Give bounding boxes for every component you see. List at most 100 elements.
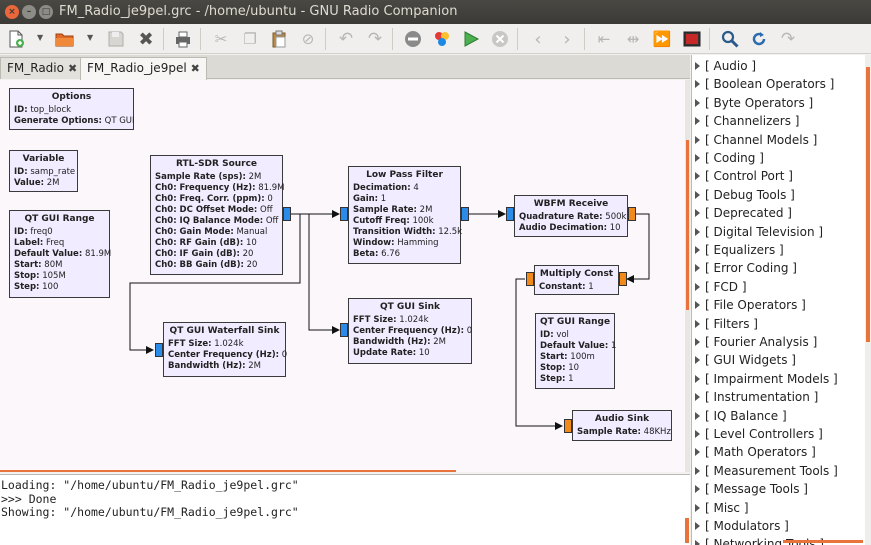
expander-triangle-icon[interactable] [695,485,700,494]
expander-triangle-icon[interactable] [695,430,700,438]
tree-category[interactable]: [ Measurement Tools ] [692,462,865,480]
rotate-left-icon[interactable]: ‹ [534,28,542,50]
block-options[interactable]: Options ID: top_block Generate Options: … [9,88,135,130]
expander-triangle-icon[interactable] [695,301,700,310]
tree-category[interactable]: [ FCD ] [692,278,865,296]
expander-triangle-icon[interactable] [695,374,700,383]
tree-category[interactable]: [ Control Port ] [692,167,865,185]
block-variable[interactable]: Variable ID: samp_rate Value: 2M [9,150,78,192]
tree-category[interactable]: [ Filters ] [692,315,865,333]
tree-category[interactable]: [ IQ Balance ] [692,407,865,425]
tree-category[interactable]: [ Channel Models ] [692,131,865,149]
scrollbar-thumb[interactable] [783,540,863,543]
expander-triangle-icon[interactable] [695,411,700,420]
expander-triangle-icon[interactable] [695,190,700,199]
expander-triangle-icon[interactable] [695,319,700,328]
expander-triangle-icon[interactable] [695,227,700,236]
expander-triangle-icon[interactable] [695,98,700,107]
tree-horizontal-scrollbar[interactable] [691,540,871,544]
expander-triangle-icon[interactable] [695,448,700,457]
port-audio-in[interactable] [564,419,572,433]
tree-category[interactable]: [ Message Tools ] [692,480,865,498]
expander-triangle-icon[interactable] [695,209,700,218]
tree-category[interactable]: [ Equalizers ] [692,241,865,259]
expander-triangle-icon[interactable] [695,117,700,126]
tree-category[interactable]: [ Impairment Models ] [692,370,865,388]
console-scrollbar-thumb[interactable] [685,518,689,543]
expander-triangle-icon[interactable] [695,338,700,346]
scrollbar-thumb[interactable] [866,67,870,342]
scrollbar-thumb[interactable] [686,140,689,310]
tree-category[interactable]: [ File Operators ] [692,296,865,314]
expander-triangle-icon[interactable] [695,466,700,475]
block-wbfm-receive[interactable]: WBFM Receive Quadrature Rate: 500k Audio… [514,195,628,237]
port-lpf-out[interactable] [461,207,469,221]
print-icon[interactable] [171,27,195,51]
tree-category[interactable]: [ Misc ] [692,499,865,517]
port-wbfm-in[interactable] [506,207,514,221]
tree-category[interactable]: [ Boolean Operators ] [692,75,865,93]
expander-triangle-icon[interactable] [695,246,700,254]
canvas-horizontal-scrollbar[interactable] [0,470,456,472]
redo-icon[interactable]: ↷ [367,29,383,49]
port-wbfm-out[interactable] [628,207,636,221]
tree-category[interactable]: [ GUI Widgets ] [692,351,865,369]
tree-category[interactable]: [ Level Controllers ] [692,425,865,443]
expander-triangle-icon[interactable] [695,172,700,181]
tree-category[interactable]: [ Math Operators ] [692,443,865,461]
expander-triangle-icon[interactable] [695,393,700,402]
tree-category[interactable]: [ Fourier Analysis ] [692,333,865,351]
tree-category[interactable]: [ Instrumentation ] [692,388,865,406]
tab-close-icon[interactable]: ✖ [67,62,78,75]
block-qt-gui-sink[interactable]: QT GUI Sink FFT Size: 1.024k Center Freq… [348,298,472,364]
delete-icon[interactable]: ⊘ [301,30,315,48]
disable-icon[interactable] [401,27,425,51]
tree-category[interactable]: [ Coding ] [692,149,865,167]
canvas-vertical-scrollbar[interactable] [685,80,690,472]
tree-category[interactable]: [ Error Coding ] [692,259,865,277]
tab-fm-radio[interactable]: FM_Radio✖ [0,57,85,79]
save-icon[interactable] [104,27,128,51]
tab-fm-radio-je9pel[interactable]: FM_Radio_je9pel✖ [80,57,207,80]
paste-icon[interactable] [267,27,291,51]
port-waterfall-in[interactable] [155,343,163,357]
tab-close-icon[interactable]: ✖ [190,62,200,75]
port-multiply-out[interactable] [526,272,534,286]
port-lpf-in[interactable] [340,207,348,221]
expander-triangle-icon[interactable] [695,503,700,512]
open-icon[interactable] [53,27,77,51]
expander-triangle-icon[interactable] [695,522,700,530]
expander-triangle-icon[interactable] [695,80,700,89]
block-qt-gui-range-vol[interactable]: QT GUI Range ID: vol Default Value: 1 St… [535,313,616,389]
block-rtl-sdr-source[interactable]: RTL-SDR Source Sample Rate (sps): 2M Ch0… [150,155,284,275]
expander-triangle-icon[interactable] [695,356,700,365]
tree-category[interactable]: [ Deprecated ] [692,204,865,222]
rotate-right-icon[interactable]: › [563,28,571,50]
port-multiply-in[interactable] [619,272,627,286]
undo-icon[interactable]: ↶ [338,29,354,49]
window-minimize-button[interactable]: – [22,5,36,19]
bypass-icon[interactable]: ⏩ [652,30,672,48]
flowgraph-canvas[interactable]: Options ID: top_block Generate Options: … [0,80,685,472]
find-icon[interactable] [718,27,742,51]
tree-vertical-scrollbar[interactable] [865,55,871,545]
zoom-icon[interactable]: ↷ [780,29,796,49]
open-dropdown-icon[interactable]: ▼ [87,33,94,42]
close-icon[interactable]: ✖ [138,28,154,50]
expander-triangle-icon[interactable] [695,282,700,291]
reload-icon[interactable] [747,27,771,51]
execute-icon[interactable] [459,27,483,51]
expander-triangle-icon[interactable] [695,540,700,545]
window-close-button[interactable]: × [5,5,19,19]
tree-category[interactable]: [ Audio ] [692,57,865,75]
expander-triangle-icon[interactable] [695,264,700,273]
new-dropdown-icon[interactable]: ▼ [37,33,44,42]
tree-category[interactable]: [ Modulators ] [692,517,865,535]
copy-icon[interactable]: ❐ [243,30,257,48]
tree-category[interactable]: [ Digital Television ] [692,223,865,241]
cut-icon[interactable]: ✂ [214,30,228,48]
block-qt-gui-waterfall-sink[interactable]: QT GUI Waterfall Sink FFT Size: 1.024k C… [163,322,287,377]
tree-category[interactable]: [ Channelizers ] [692,112,865,130]
block-audio-sink[interactable]: Audio Sink Sample Rate: 48KHz [572,410,672,441]
tree-category[interactable]: [ Debug Tools ] [692,186,865,204]
